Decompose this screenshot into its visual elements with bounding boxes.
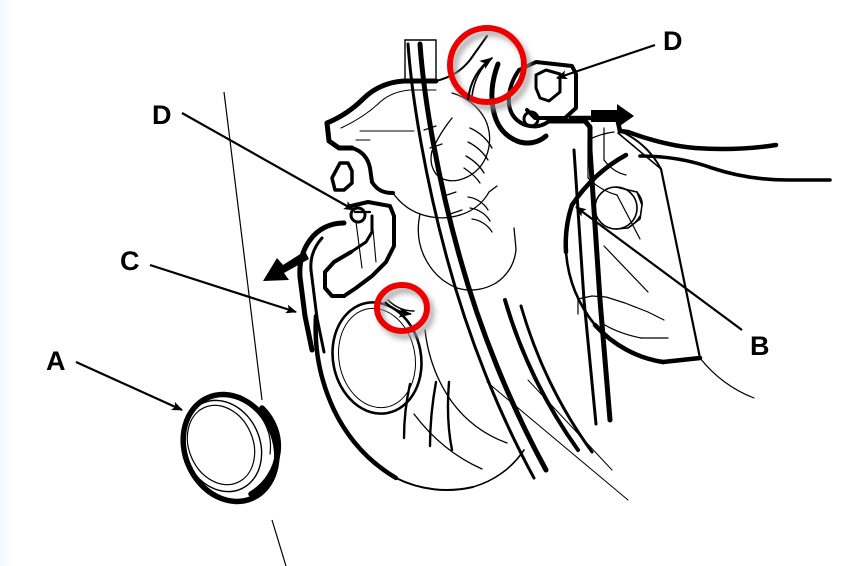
callout-label-d-right: D bbox=[663, 26, 683, 56]
guideline-lower bbox=[271, 519, 287, 566]
leader-b bbox=[575, 206, 743, 331]
clip-upper-assembly bbox=[471, 57, 613, 426]
annotation-inner-arrows bbox=[384, 57, 493, 318]
direction-arrows bbox=[263, 104, 634, 281]
leader-d-left bbox=[181, 112, 355, 211]
arrow-right-upper bbox=[591, 104, 634, 128]
red-circle-lower bbox=[374, 282, 430, 334]
guideline-upper bbox=[223, 91, 263, 401]
callout-label-d-left: D bbox=[152, 100, 172, 130]
construction-guideline bbox=[223, 91, 287, 566]
leader-c bbox=[149, 263, 297, 314]
callout-label-a: A bbox=[46, 346, 66, 376]
leader-a bbox=[75, 360, 183, 412]
engine-body-outline bbox=[313, 35, 832, 491]
leader-d-right bbox=[556, 43, 656, 80]
seal-ring-part-a bbox=[180, 391, 282, 505]
callout-label-b: B bbox=[750, 331, 770, 361]
callout-label-c: C bbox=[120, 246, 140, 276]
hose-routing bbox=[402, 41, 629, 501]
clip-lower-assembly bbox=[297, 200, 415, 354]
callout-leader-lines bbox=[75, 43, 743, 412]
annotation-red-circles bbox=[374, 25, 527, 334]
red-circle-upper bbox=[447, 25, 527, 105]
arrow-left-middle bbox=[263, 251, 309, 281]
